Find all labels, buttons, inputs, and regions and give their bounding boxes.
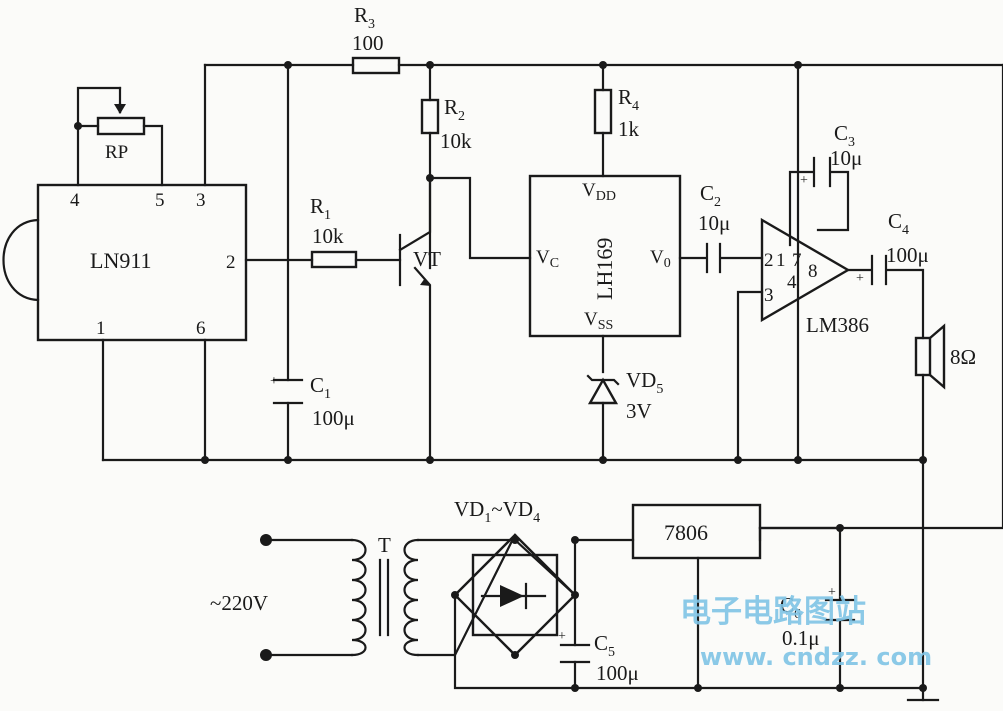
r3-resistor: R3 100 xyxy=(351,3,401,75)
r1-value: 10k xyxy=(312,224,344,248)
bridge-label: VD1~VD4 xyxy=(454,497,540,526)
ln911-pin-3: 3 xyxy=(196,190,206,211)
ln911-pin-2: 2 xyxy=(226,252,236,273)
c1-ref: C1 xyxy=(310,373,331,402)
lm386-pin-2: 2 xyxy=(764,250,774,271)
c6-plus: + xyxy=(828,585,836,600)
c3-value: 10μ xyxy=(830,146,862,170)
wiring xyxy=(76,63,1003,702)
c5-ref: C5 xyxy=(594,631,615,660)
c1-capacitor: + C1 100μ xyxy=(270,373,355,430)
lh169-vss: VSS xyxy=(584,309,613,333)
lh169-vc: VC xyxy=(536,247,559,271)
ln911-pin-6: 6 xyxy=(196,318,206,339)
vt-transistor: VT xyxy=(398,176,441,287)
c2-value: 10μ xyxy=(698,211,730,235)
c4-capacitor: + C4 100μ xyxy=(856,209,929,286)
r1-ref: R1 xyxy=(310,194,331,223)
bridge-rectifier: VD1~VD4 xyxy=(453,497,577,657)
c6-ref: C6 xyxy=(780,593,801,622)
watermark-url: www. cndzz. com xyxy=(700,643,932,671)
r2-ref: R2 xyxy=(444,95,465,124)
lm386-label: LM386 xyxy=(806,313,869,337)
r4-ref: R4 xyxy=(618,85,639,114)
mains-label: ~220V xyxy=(210,591,268,615)
r1-resistor: R1 10k xyxy=(310,194,358,269)
lm386-pin-7: 7 xyxy=(792,250,802,271)
watermark: 电子电路图站 www. cndzz. com xyxy=(680,594,932,671)
lh169-label: LH169 xyxy=(592,238,617,300)
transformer: T ~220V xyxy=(210,533,420,657)
r2-resistor: R2 10k xyxy=(420,95,472,153)
rp-potentiometer: RP xyxy=(96,102,146,163)
regulator-7806: 7806 xyxy=(631,503,762,560)
c5-capacitor: + C5 100μ xyxy=(558,629,639,685)
lm386-pin-8: 8 xyxy=(808,261,818,282)
c5-plus: + xyxy=(558,629,566,644)
vt-label: VT xyxy=(413,247,441,271)
ln911-pin-5: 5 xyxy=(155,190,165,211)
lh169-vdd: VDD xyxy=(582,180,616,204)
transformer-label: T xyxy=(378,533,391,557)
lm386-amp: 2 1 7 8 4 3 LM386 xyxy=(760,217,869,337)
c5-value: 100μ xyxy=(596,661,639,685)
speaker-icon: 8Ω xyxy=(914,323,976,390)
c4-ref: C4 xyxy=(888,209,909,238)
c2-capacitor: C2 10μ xyxy=(698,181,730,274)
vd5-zener: VD5 3V xyxy=(586,368,663,423)
r2-value: 10k xyxy=(440,129,472,153)
lm386-pin-4: 4 xyxy=(787,272,797,293)
c4-value: 100μ xyxy=(886,243,929,267)
vd5-ref: VD5 xyxy=(626,368,663,397)
c3-capacitor: + C3 10μ xyxy=(800,121,862,188)
lh169-chip: VDD VC V0 VSS LH169 xyxy=(528,174,682,338)
c6-value: 0.1μ xyxy=(782,626,820,650)
r4-resistor: R4 1k xyxy=(593,85,640,141)
lm386-pin-1: 1 xyxy=(776,250,786,271)
r3-ref: R3 xyxy=(354,3,375,32)
vd5-value: 3V xyxy=(626,399,652,423)
ln911-label: LN911 xyxy=(90,248,152,273)
c3-plus: + xyxy=(800,173,808,188)
lh169-vo: V0 xyxy=(650,247,671,271)
ln911-pin-4: 4 xyxy=(70,190,80,211)
regulator-label: 7806 xyxy=(664,520,708,545)
r3-value: 100 xyxy=(352,31,384,55)
watermark-title: 电子电路图站 xyxy=(680,594,866,630)
ln911-pin-1: 1 xyxy=(96,318,106,339)
c1-value: 100μ xyxy=(312,406,355,430)
rp-label: RP xyxy=(105,142,128,163)
speaker-label: 8Ω xyxy=(950,345,976,369)
c3-ref: C3 xyxy=(834,121,855,150)
c2-ref: C2 xyxy=(700,181,721,210)
ln911-chip: LN911 4 5 3 2 1 6 xyxy=(2,183,248,342)
lm386-pin-3: 3 xyxy=(764,285,774,306)
c4-plus: + xyxy=(856,271,864,286)
r4-value: 1k xyxy=(618,117,640,141)
c1-plus: + xyxy=(270,374,278,389)
c6-capacitor: + C6 0.1μ xyxy=(780,585,856,650)
